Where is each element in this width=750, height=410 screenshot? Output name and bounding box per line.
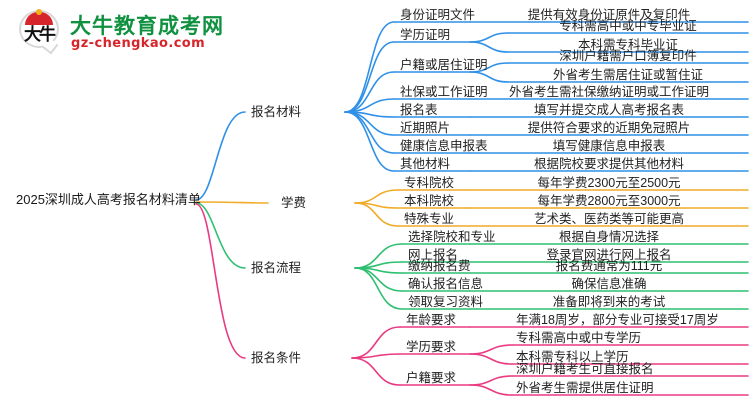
detail-nianling-1: 年满18周岁，部分专业可接受17周岁 <box>516 313 719 327</box>
detail-xueliyq-1: 专科需高中或中专学历 <box>516 331 642 345</box>
brand-name-cn: 大牛教育成考网 <box>70 15 224 38</box>
branch-label-baomingliucheng[interactable]: 报名流程 <box>251 261 302 275</box>
detail-zhuanke-1: 每年学费2300元至2500元 <box>537 176 681 190</box>
detail-baomingbiao-1: 填写并提交成人高考报名表 <box>533 103 685 117</box>
detail-xueli-1: 专科需高中或中专毕业证 <box>559 19 697 33</box>
node-shebaozhengming[interactable]: 社保或工作证明 <box>400 85 488 99</box>
node-zhuankeyuanxiao[interactable]: 专科院校 <box>404 176 455 190</box>
branch-label-xuefei[interactable]: 学费 <box>281 196 307 210</box>
detail-huji-1: 深圳户籍需户口簿复印件 <box>559 49 697 63</box>
logo-mark-icon: 大牛 <box>18 9 62 55</box>
node-lingqufuxi[interactable]: 领取复习资料 <box>408 295 484 309</box>
node-nianlingyaoqiu[interactable]: 年龄要求 <box>406 313 457 327</box>
node-xueliyaoqiu[interactable]: 学历要求 <box>406 340 457 354</box>
node-hujiyaoqiu[interactable]: 户籍要求 <box>406 371 457 385</box>
node-querenxinxi[interactable]: 确认报名信息 <box>408 277 484 291</box>
detail-benke-1: 每年学费2800元至3000元 <box>537 194 681 208</box>
detail-shebao-1: 外省考生需社保缴纳证明或工作证明 <box>508 85 710 99</box>
detail-xueliyq-2: 本科需专科以上学历 <box>516 350 629 364</box>
detail-zhaopian-1: 提供符合要求的近期免冠照片 <box>527 121 691 135</box>
detail-queren-1: 确保信息准确 <box>571 277 647 291</box>
node-jiankangshenbao[interactable]: 健康信息申报表 <box>400 139 488 153</box>
detail-qita-1: 根据院校要求提供其他材料 <box>533 157 685 171</box>
detail-jiaona-1: 报名费通常为111元 <box>555 259 663 273</box>
node-qitacailiao[interactable]: 其他材料 <box>400 157 451 171</box>
node-jiaonabaomingfei[interactable]: 缴纳报名费 <box>408 259 471 273</box>
detail-shenfen-1: 提供有效身份证原件及复印件 <box>527 8 691 22</box>
branch-label-baomingtiaojian[interactable]: 报名条件 <box>251 351 302 365</box>
detail-teshu-1: 艺术类、医药类等可能更高 <box>533 212 685 226</box>
node-wangshangbaoming[interactable]: 网上报名 <box>408 248 459 262</box>
node-hujizhengming[interactable]: 户籍或居住证明 <box>400 58 488 72</box>
detail-jiankang-1: 填写健康信息申报表 <box>552 139 666 153</box>
node-xuelizhengming[interactable]: 学历证明 <box>400 28 451 42</box>
site-logo: 大牛 大牛教育成考网 gz-chengkao.com <box>18 8 233 58</box>
detail-lingqu-1: 准备即将到来的考试 <box>552 295 666 309</box>
node-xuanzeyuanxiao[interactable]: 选择院校和专业 <box>408 230 496 244</box>
logo-mark-text: 大牛 <box>24 25 56 45</box>
node-baomingbiao[interactable]: 报名表 <box>400 103 438 117</box>
detail-xuanze-1: 根据自身情况选择 <box>558 230 660 244</box>
node-jinqizhaopian[interactable]: 近期照片 <box>400 121 451 135</box>
detail-xueli-2: 本科需专科毕业证 <box>577 38 679 52</box>
logo-red-cap-icon <box>25 9 53 25</box>
detail-hujiyq-1: 深圳户籍考生可直接报名 <box>516 362 654 376</box>
node-teshuzhuanye[interactable]: 特殊专业 <box>404 212 455 226</box>
root-topic[interactable]: 2025深圳成人高考报名材料清单 <box>16 192 201 207</box>
node-benkeyuanxiao[interactable]: 本科院校 <box>404 194 455 208</box>
brand-url: gz-chengkao.com <box>71 36 206 51</box>
node-shenfenzhengming[interactable]: 身份证明文件 <box>400 8 476 22</box>
detail-hujiyq-2: 外省考生需提供居住证明 <box>516 381 654 395</box>
detail-wangshang-1: 登录官网进行网上报名 <box>546 248 672 262</box>
branch-label-baomingcailiao[interactable]: 报名材料 <box>251 105 302 119</box>
detail-huji-2: 外省考生需居住证或暂住证 <box>552 68 704 82</box>
